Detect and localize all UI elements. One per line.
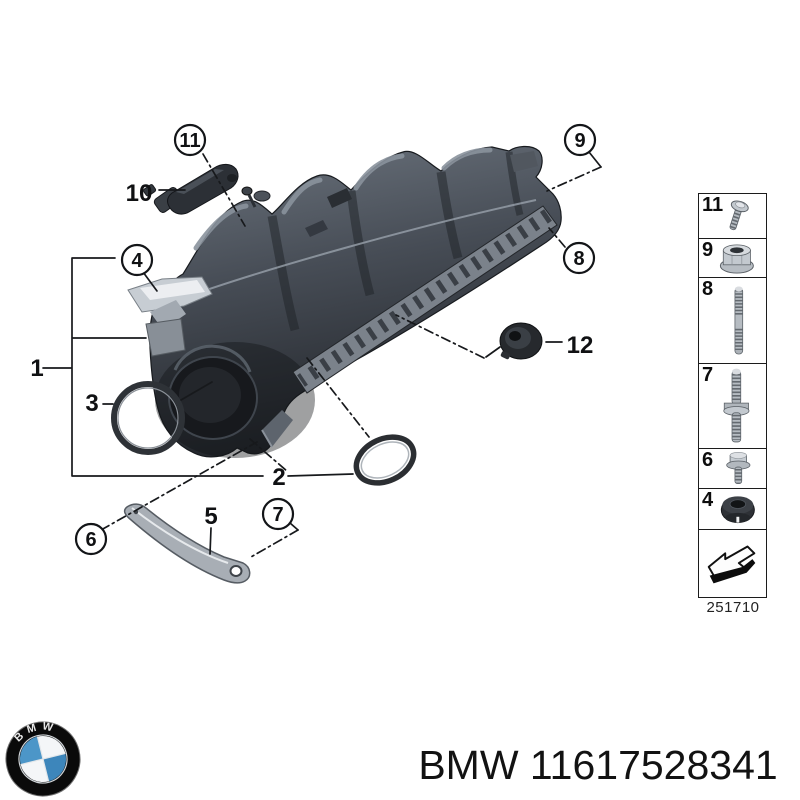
leader-item6 xyxy=(100,441,258,531)
grommet-part xyxy=(499,322,543,360)
lower-foot-edge xyxy=(261,429,273,448)
flange-bolt-icon xyxy=(726,451,751,484)
leader-item9-a xyxy=(588,151,602,168)
legend-row-6: 6 xyxy=(699,448,766,488)
leader-bore-pointer xyxy=(180,381,213,401)
callout-8-label: 8 xyxy=(573,248,584,270)
leader-item8 xyxy=(548,227,566,248)
callout-6-label: 6 xyxy=(85,529,96,551)
callout-10: 10 xyxy=(126,180,153,207)
throttle-rim-highlight xyxy=(173,344,252,373)
callout-12: 12 xyxy=(567,332,594,359)
blind-plug-icon xyxy=(720,495,755,523)
flange-nut-icon xyxy=(719,244,754,274)
side-block xyxy=(145,318,186,357)
callout-8: 8 xyxy=(562,241,596,275)
leader-item5 xyxy=(209,527,212,555)
legend-row-7: 7 xyxy=(699,363,766,448)
callout-2: 2 xyxy=(272,464,285,491)
callout-6: 6 xyxy=(74,522,108,556)
callout-3: 3 xyxy=(85,390,98,417)
leader-item12 xyxy=(485,341,563,358)
support-bracket-part xyxy=(123,503,251,584)
legend-number-4: 4 xyxy=(702,489,714,511)
leader-item11 xyxy=(202,153,246,227)
legend-number-7: 7 xyxy=(702,364,714,386)
callout-1: 1 xyxy=(30,355,43,382)
small-screw-part xyxy=(241,186,257,208)
port-rail xyxy=(292,205,558,394)
leader-item12-b xyxy=(395,314,485,359)
removal-direction-arrow-icon xyxy=(707,545,756,583)
lower-foot xyxy=(262,410,293,447)
leader-item2-a xyxy=(306,357,370,438)
throttle-bore-inner xyxy=(179,367,241,423)
drawing-number: 251710 xyxy=(706,599,760,616)
legend-row-4: 4 xyxy=(699,488,766,529)
bmw-logo: BMW xyxy=(5,718,81,797)
callout-7: 7 xyxy=(261,497,295,531)
bmw-logo-quadrants xyxy=(20,736,66,782)
right-ear-face xyxy=(510,151,538,172)
leader-item7-b xyxy=(250,529,299,558)
map-sensor-part xyxy=(143,163,239,215)
callout-9-label: 9 xyxy=(574,130,585,152)
legend-row-11: 11 xyxy=(699,194,766,238)
legend-number-6: 6 xyxy=(702,449,714,471)
part-number-text: BMW 11617528341 xyxy=(418,742,778,788)
callout-labels: 10 1 3 2 5 12 11 9 8 4 xyxy=(30,123,597,556)
fastener-legend-panel: 11 9 8 xyxy=(698,193,767,598)
leader-lines xyxy=(42,151,602,558)
legend-row-9: 9 xyxy=(699,238,766,277)
tapping-screw-icon xyxy=(729,200,749,231)
legend-row-8: 8 xyxy=(699,277,766,363)
mount-flange-top xyxy=(140,280,205,300)
runner-shadows xyxy=(267,151,524,332)
callout-11-label: 11 xyxy=(179,130,200,152)
legend-number-8: 8 xyxy=(702,278,714,300)
leader-item4 xyxy=(142,271,158,292)
leader-item1-bracket xyxy=(42,257,354,477)
leader-item2-b xyxy=(249,438,289,473)
callout-4: 4 xyxy=(120,243,154,277)
stud-bolt-icon xyxy=(734,286,744,354)
collar-stud-icon xyxy=(723,368,750,442)
callout-9: 9 xyxy=(563,123,597,157)
o-ring-part xyxy=(111,381,185,455)
legend-number-11: 11 xyxy=(702,194,724,216)
callout-5: 5 xyxy=(204,503,217,530)
top-fittings xyxy=(253,188,352,237)
intake-manifold-illustration xyxy=(127,145,562,458)
plenum-seam-highlight xyxy=(177,199,537,301)
legend-number-9: 9 xyxy=(702,239,714,261)
callout-7-label: 7 xyxy=(272,504,283,526)
runner-highlights xyxy=(193,147,493,251)
profile-gasket-part xyxy=(353,434,417,486)
legend-row-arrow xyxy=(699,529,766,597)
callout-11: 11 xyxy=(173,123,207,157)
callout-4-label: 4 xyxy=(131,250,143,272)
leader-item9-b xyxy=(546,166,602,192)
leader-item7-a xyxy=(289,522,299,531)
